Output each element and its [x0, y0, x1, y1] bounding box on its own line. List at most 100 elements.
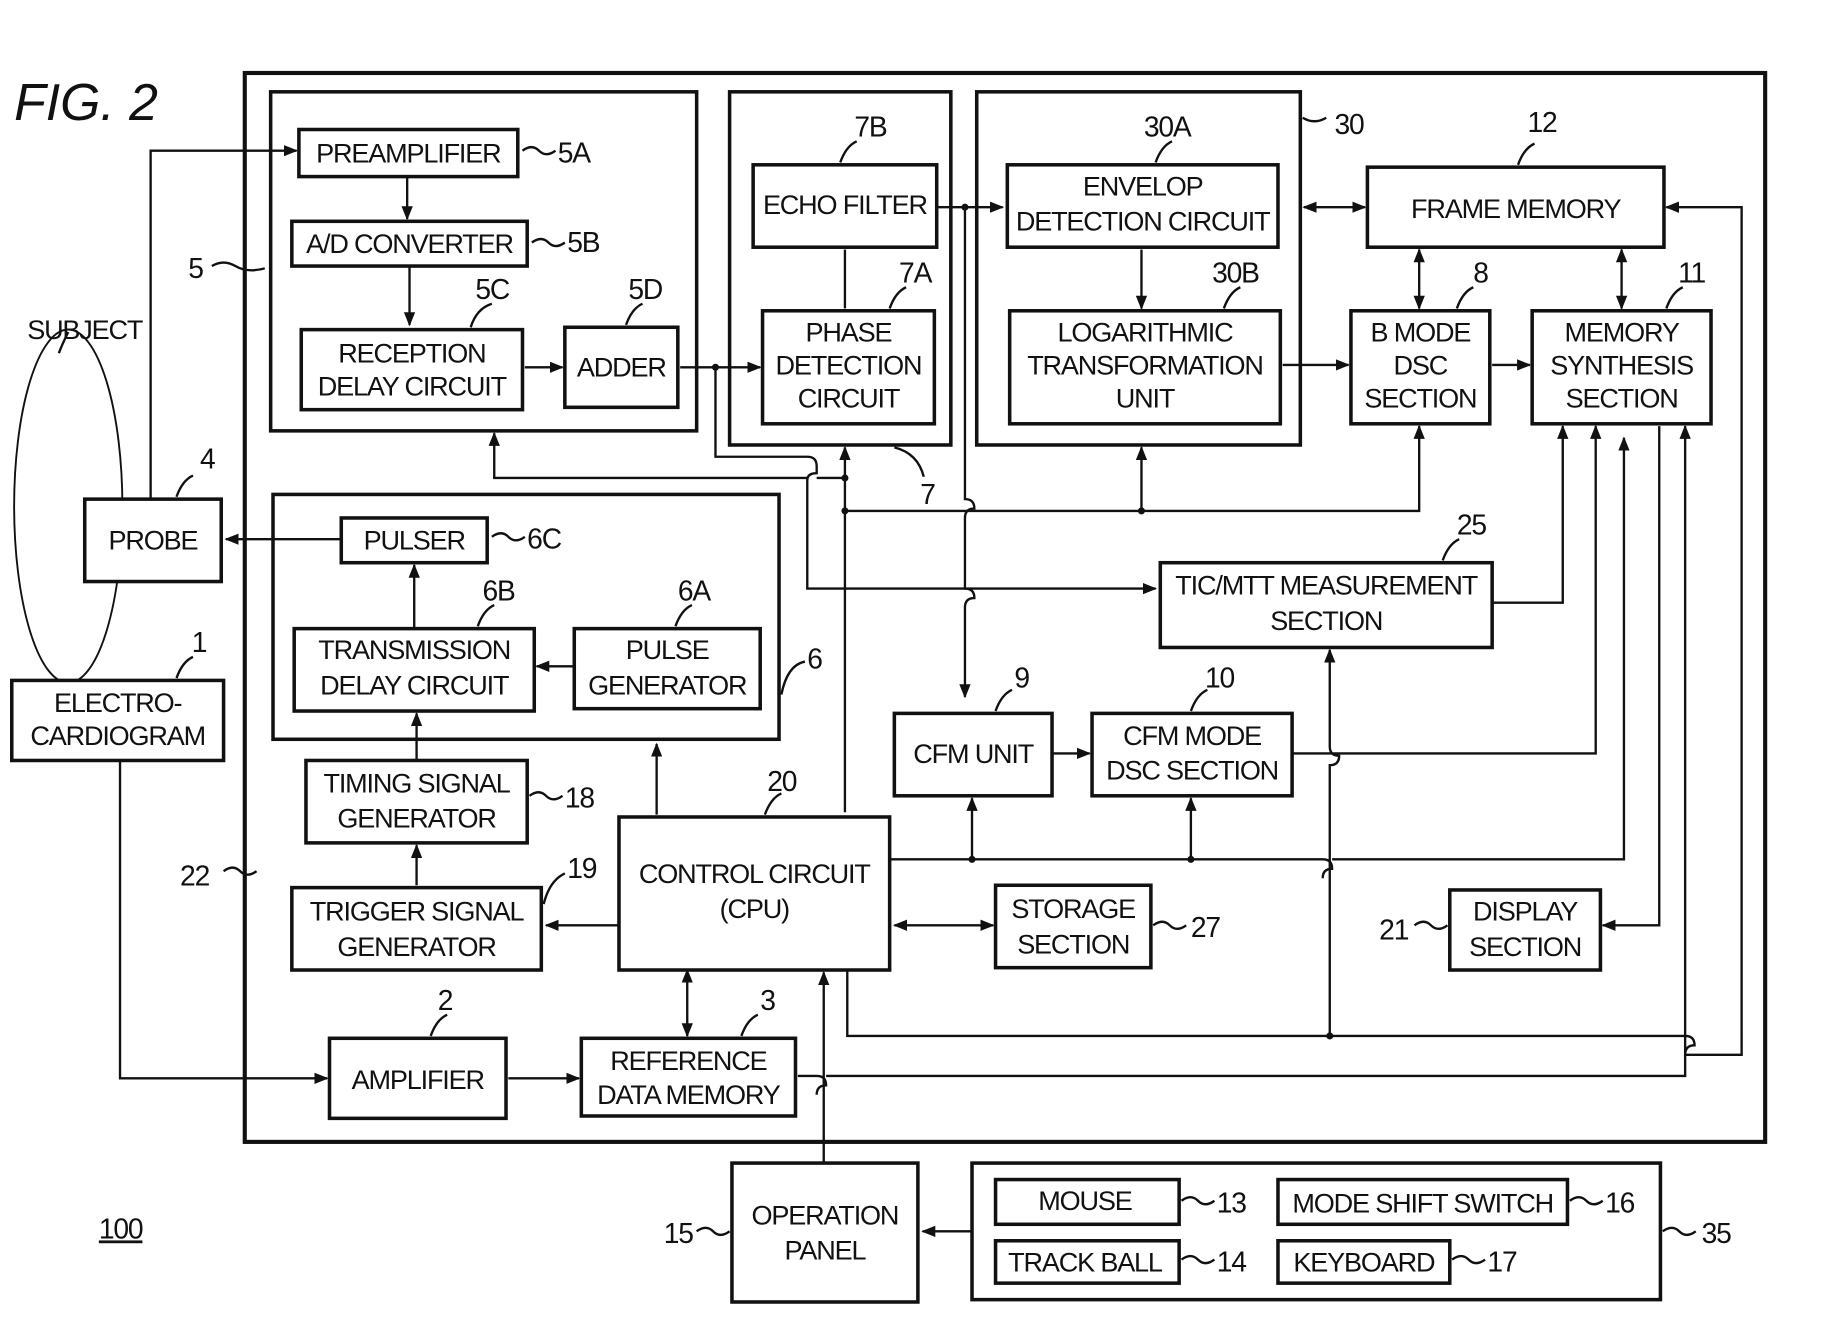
svg-text:SECTION: SECTION	[1270, 605, 1382, 636]
block-operation-panel: OPERATION PANEL 15	[664, 1163, 918, 1302]
ref-6b: 6B	[482, 574, 515, 606]
ref-7b: 7B	[854, 111, 887, 143]
svg-text:PULSE: PULSE	[626, 634, 709, 665]
svg-text:B MODE: B MODE	[1371, 316, 1471, 347]
ref-6a: 6A	[678, 574, 712, 606]
svg-text:PHASE: PHASE	[806, 316, 892, 347]
ref-30a: 30A	[1144, 111, 1192, 143]
svg-text:OPERATION: OPERATION	[752, 1199, 899, 1230]
ref-30b: 30B	[1212, 257, 1259, 289]
ref-11: 11	[1678, 257, 1705, 289]
system-ref-label: 100	[99, 1212, 143, 1244]
leader-6	[781, 662, 805, 695]
ref-3: 3	[760, 984, 775, 1016]
svg-text:PANEL: PANEL	[784, 1235, 866, 1266]
ref-4: 4	[200, 443, 215, 475]
svg-text:GENERATOR: GENERATOR	[337, 931, 496, 962]
ref-1: 1	[192, 626, 207, 658]
svg-text:GENERATOR: GENERATOR	[588, 670, 747, 701]
svg-text:TRACK BALL: TRACK BALL	[1008, 1246, 1163, 1277]
svg-text:SYNTHESIS: SYNTHESIS	[1550, 349, 1693, 380]
svg-text:PROBE: PROBE	[109, 525, 198, 556]
svg-text:TIMING SIGNAL: TIMING SIGNAL	[323, 767, 510, 798]
ref-7a: 7A	[899, 257, 933, 289]
block-tic-mtt: TIC/MTT MEASUREMENT SECTION 25	[1160, 508, 1492, 647]
svg-text:MOUSE: MOUSE	[1038, 1185, 1131, 1216]
svg-text:GENERATOR: GENERATOR	[337, 803, 496, 834]
leader-7	[894, 447, 923, 476]
svg-text:DELAY CIRCUIT: DELAY CIRCUIT	[320, 670, 509, 701]
svg-text:SECTION: SECTION	[1469, 931, 1581, 962]
svg-text:TRANSFORMATION: TRANSFORMATION	[1027, 349, 1263, 380]
block-display: DISPLAY SECTION 21	[1379, 890, 1600, 970]
block-mouse: MOUSE 13	[996, 1180, 1247, 1225]
block-log-transform: LOGARITHMIC TRANSFORMATION UNIT 30B	[1010, 257, 1281, 424]
svg-text:FRAME MEMORY: FRAME MEMORY	[1411, 193, 1621, 224]
svg-text:REFERENCE: REFERENCE	[610, 1045, 766, 1076]
svg-text:MEMORY: MEMORY	[1564, 316, 1679, 347]
svg-text:CONTROL CIRCUIT: CONTROL CIRCUIT	[639, 858, 871, 889]
svg-text:DISPLAY: DISPLAY	[1473, 896, 1578, 927]
ref-7: 7	[920, 478, 935, 510]
svg-text:PREAMPLIFIER: PREAMPLIFIER	[316, 137, 501, 168]
svg-text:DETECTION CIRCUIT: DETECTION CIRCUIT	[1016, 206, 1270, 237]
svg-text:PULSER: PULSER	[364, 525, 466, 556]
block-timing-signal: TIMING SIGNAL GENERATOR 18	[306, 760, 594, 842]
svg-text:TRANSMISSION: TRANSMISSION	[318, 634, 510, 665]
ref-22: 22	[180, 859, 210, 891]
svg-text:DETECTION: DETECTION	[776, 349, 922, 380]
ref-9: 9	[1014, 661, 1029, 693]
svg-text:DSC SECTION: DSC SECTION	[1106, 754, 1278, 785]
svg-text:TIC/MTT MEASUREMENT: TIC/MTT MEASUREMENT	[1175, 569, 1477, 600]
svg-text:CIRCUIT: CIRCUIT	[798, 382, 900, 413]
svg-text:DATA MEMORY: DATA MEMORY	[597, 1079, 781, 1110]
svg-text:UNIT: UNIT	[1116, 382, 1175, 413]
ref-2: 2	[438, 984, 453, 1016]
ref-5b: 5B	[567, 226, 600, 258]
svg-text:ECHO FILTER: ECHO FILTER	[763, 189, 928, 220]
ref-19: 19	[567, 852, 597, 884]
block-trigger-signal: TRIGGER SIGNAL GENERATOR 19	[292, 852, 597, 970]
block-reception-delay: RECEPTION DELAY CIRCUIT 5C	[301, 273, 522, 410]
svg-text:STORAGE: STORAGE	[1011, 893, 1135, 924]
svg-text:SECTION: SECTION	[1364, 382, 1476, 413]
svg-text:SECTION: SECTION	[1566, 382, 1678, 413]
svg-text:KEYBOARD: KEYBOARD	[1293, 1246, 1435, 1277]
block-envelop-detection: ENVELOP DETECTION CIRCUIT 30A	[1007, 111, 1278, 248]
ref-27: 27	[1191, 911, 1221, 943]
block-cfm-unit: CFM UNIT 9	[894, 661, 1052, 795]
svg-text:CFM MODE: CFM MODE	[1123, 720, 1261, 751]
block-echo-filter: ECHO FILTER 7B	[753, 111, 937, 248]
ref-6c: 6C	[527, 523, 562, 555]
svg-text:DSC: DSC	[1394, 349, 1448, 380]
block-mode-shift-switch: MODE SHIFT SWITCH 16	[1278, 1180, 1635, 1225]
ref-15: 15	[664, 1217, 694, 1249]
ref-5: 5	[188, 252, 203, 284]
ref-25: 25	[1457, 508, 1487, 540]
ref-17: 17	[1487, 1245, 1517, 1277]
svg-text:CARDIOGRAM: CARDIOGRAM	[30, 720, 205, 751]
svg-text:MODE SHIFT SWITCH: MODE SHIFT SWITCH	[1292, 1188, 1553, 1219]
ref-12: 12	[1527, 106, 1557, 138]
ref-20: 20	[767, 765, 797, 797]
svg-text:TRIGGER SIGNAL: TRIGGER SIGNAL	[310, 896, 525, 927]
block-preamplifier: PREAMPLIFIER 5A	[299, 129, 591, 176]
svg-text:CFM UNIT: CFM UNIT	[913, 738, 1033, 769]
ref-18: 18	[565, 782, 595, 814]
leader-30	[1303, 118, 1327, 122]
block-keyboard: KEYBOARD 17	[1278, 1241, 1517, 1283]
svg-text:ADDER: ADDER	[577, 352, 666, 383]
ref-35: 35	[1702, 1217, 1732, 1249]
block-adder: ADDER 5D	[565, 273, 678, 407]
svg-text:(CPU): (CPU)	[720, 893, 789, 924]
svg-text:A/D CONVERTER: A/D CONVERTER	[306, 228, 513, 259]
svg-text:SECTION: SECTION	[1017, 929, 1129, 960]
figure-title: FIG. 2	[14, 73, 158, 131]
block-control-circuit: CONTROL CIRCUIT (CPU) 20	[619, 765, 890, 970]
svg-text:LOGARITHMIC: LOGARITHMIC	[1058, 316, 1234, 347]
block-pulser: PULSER 6C	[341, 518, 561, 563]
ref-14: 14	[1217, 1245, 1247, 1277]
leader-22	[224, 868, 257, 875]
leader-35	[1663, 1228, 1696, 1235]
